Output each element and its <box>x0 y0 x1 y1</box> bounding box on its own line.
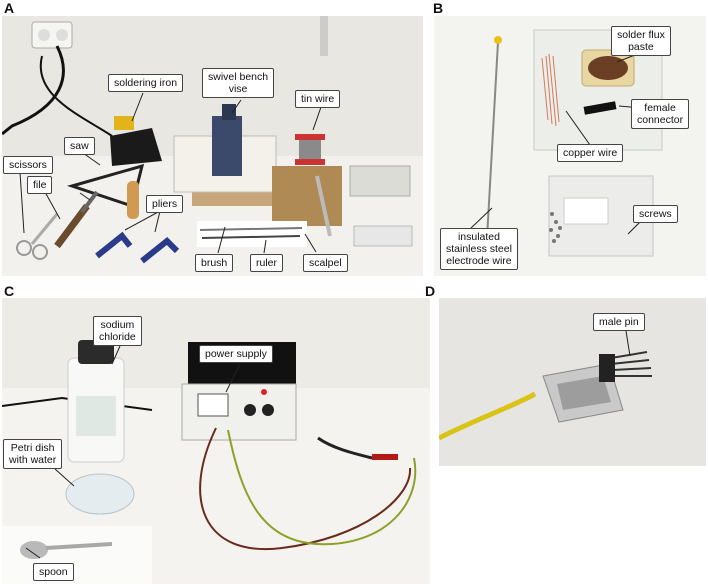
label-copper-wire: copper wire <box>557 144 624 162</box>
panel-letter-d: D <box>425 283 436 299</box>
label-power-supply: power supply <box>199 345 273 363</box>
photo-panel-c <box>2 298 430 584</box>
panel-letter-c: C <box>4 283 15 299</box>
label-sodium-chloride: sodium chloride <box>93 316 142 346</box>
label-brush: brush <box>195 254 234 272</box>
label-file: file <box>27 176 53 194</box>
label-spoon: spoon <box>33 563 74 581</box>
label-male-pin: male pin <box>593 313 645 331</box>
label-petri-dish: Petri dish with water <box>3 439 63 469</box>
label-insulated-wire: insulated stainless steel electrode wire <box>440 228 518 270</box>
label-solder-flux-paste: solder flux paste <box>611 26 671 56</box>
label-pliers: pliers <box>146 195 184 213</box>
panel-letter-a: A <box>4 0 15 16</box>
photo-panel-a <box>2 16 423 276</box>
label-ruler: ruler <box>250 254 284 272</box>
label-scalpel: scalpel <box>303 254 348 272</box>
panel-letter-b: B <box>433 0 444 16</box>
photo-panel-d <box>439 298 706 466</box>
label-saw: saw <box>64 137 95 155</box>
label-tin-wire: tin wire <box>295 90 341 108</box>
label-female-connector: female connector <box>631 99 690 129</box>
label-scissors: scissors <box>3 156 53 174</box>
label-screws: screws <box>633 205 678 223</box>
label-soldering-iron: soldering iron <box>108 74 184 92</box>
label-swivel-vise: swivel bench vise <box>202 68 275 98</box>
